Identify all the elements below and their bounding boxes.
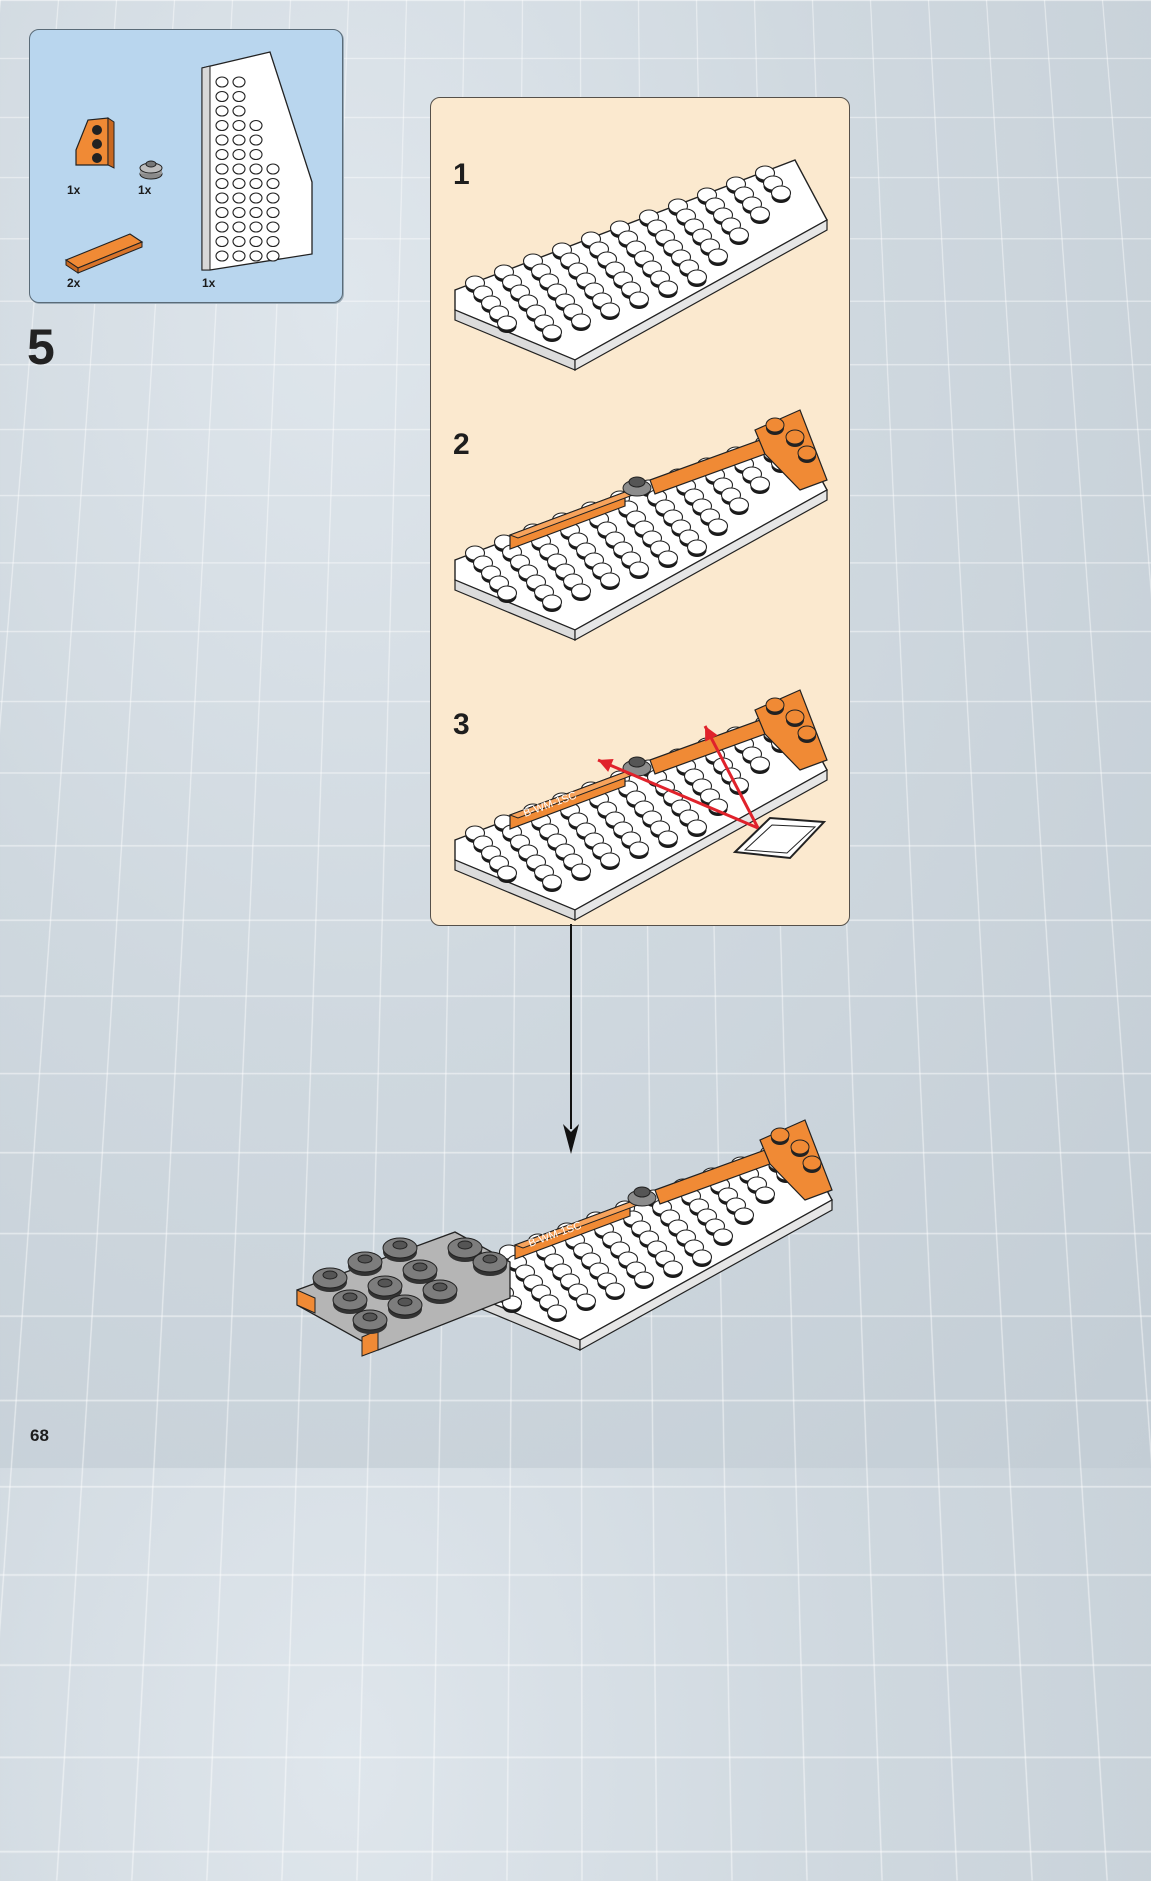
stud bbox=[756, 1187, 775, 1201]
stud bbox=[577, 1294, 596, 1308]
stud bbox=[751, 757, 770, 771]
stud bbox=[772, 186, 791, 200]
down-arrow bbox=[560, 924, 584, 1156]
stud bbox=[659, 831, 678, 845]
stud bbox=[751, 477, 770, 491]
stud bbox=[601, 303, 620, 317]
gray-base-assembly bbox=[297, 1232, 510, 1356]
round-plate-stud bbox=[413, 1263, 427, 1271]
step1-plate bbox=[455, 160, 827, 370]
stud bbox=[498, 866, 517, 880]
stud bbox=[601, 573, 620, 587]
stud bbox=[659, 281, 678, 295]
stud bbox=[630, 842, 649, 856]
step2-plate bbox=[455, 410, 827, 640]
orange-stud bbox=[766, 698, 784, 712]
stud bbox=[709, 519, 728, 533]
stud bbox=[688, 540, 707, 554]
orange-stud bbox=[766, 418, 784, 432]
stud bbox=[664, 1261, 683, 1275]
round-plate-stud bbox=[363, 1313, 377, 1321]
round-plate-stud bbox=[433, 1283, 447, 1291]
stud bbox=[548, 1305, 567, 1319]
round-plate-stud bbox=[458, 1241, 472, 1249]
orange-stud bbox=[771, 1128, 789, 1142]
stud bbox=[543, 875, 562, 889]
stud bbox=[751, 207, 770, 221]
round-plate-stud bbox=[483, 1255, 497, 1263]
round-plate-stud bbox=[393, 1241, 407, 1249]
stud bbox=[659, 551, 678, 565]
final-plate: B-WM-1SC bbox=[460, 1120, 832, 1350]
round-plate-stud bbox=[323, 1271, 337, 1279]
gray-round-plate-stud bbox=[634, 1187, 650, 1197]
stud bbox=[635, 1272, 654, 1286]
orange-stud bbox=[786, 430, 804, 444]
orange-stud bbox=[803, 1156, 821, 1170]
round-plate-stud bbox=[398, 1298, 412, 1306]
stud bbox=[543, 595, 562, 609]
stud bbox=[601, 853, 620, 867]
orange-stud bbox=[798, 446, 816, 460]
gray-round-plate-stud bbox=[629, 757, 645, 767]
step3-plate: B-WM-1SC bbox=[455, 690, 827, 920]
stud bbox=[730, 228, 749, 242]
round-plate-stud bbox=[343, 1293, 357, 1301]
stud bbox=[735, 1208, 754, 1222]
orange-stud bbox=[798, 726, 816, 740]
stud bbox=[543, 325, 562, 339]
round-plate-stud bbox=[378, 1279, 392, 1287]
gray-round-plate-stud bbox=[629, 477, 645, 487]
stud bbox=[498, 586, 517, 600]
stud bbox=[714, 1229, 733, 1243]
stud bbox=[572, 584, 591, 598]
page-number: 68 bbox=[30, 1426, 49, 1446]
round-plate-stud bbox=[358, 1255, 372, 1263]
stud bbox=[688, 270, 707, 284]
stud bbox=[572, 864, 591, 878]
stud bbox=[606, 1283, 625, 1297]
stud bbox=[688, 820, 707, 834]
stud bbox=[709, 249, 728, 263]
stud bbox=[630, 562, 649, 576]
stud bbox=[630, 292, 649, 306]
stud bbox=[693, 1250, 712, 1264]
orange-stud bbox=[791, 1140, 809, 1154]
stud bbox=[498, 316, 517, 330]
step-illustrations: B-WM-1SC B-WM-1SC bbox=[0, 0, 1151, 1468]
orange-stud bbox=[786, 710, 804, 724]
stud bbox=[572, 314, 591, 328]
stud bbox=[730, 498, 749, 512]
